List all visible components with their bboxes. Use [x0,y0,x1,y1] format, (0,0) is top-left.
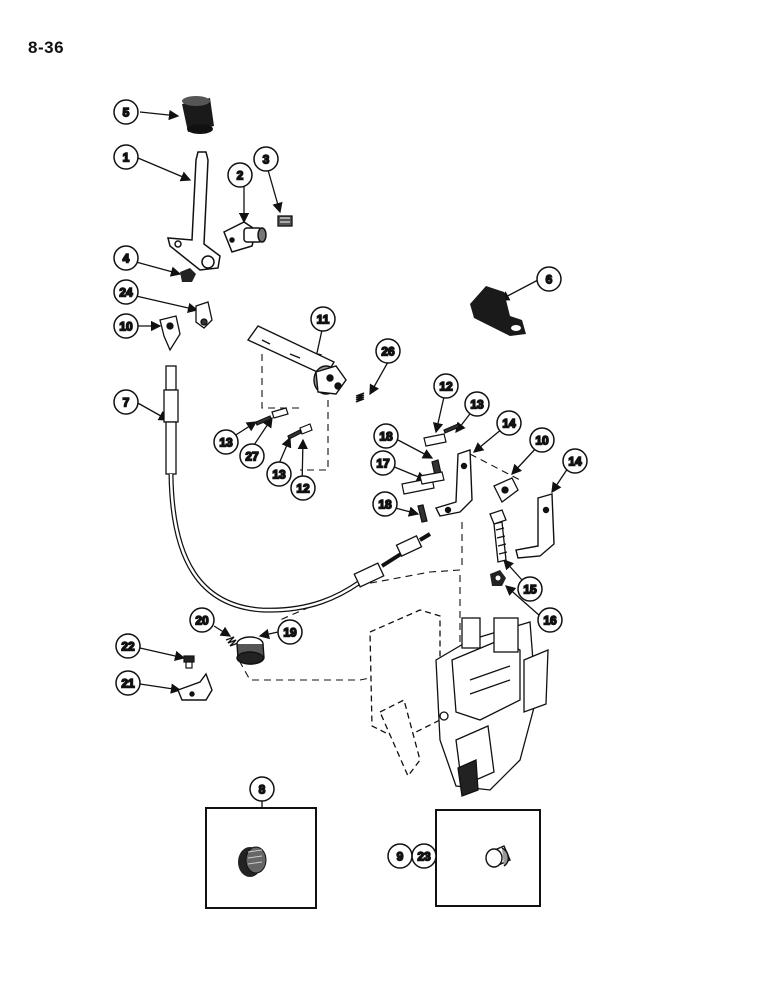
part-4-nut [180,268,196,282]
svg-text:10: 10 [535,434,549,448]
svg-text:6: 6 [546,273,553,287]
small-pins-left [255,407,313,440]
callout-22: 22 [115,633,141,659]
part-16-nut [490,570,506,586]
callout-3: 3 [253,146,279,172]
callout-27: 27 [239,443,265,469]
svg-text:26: 26 [381,345,395,359]
callout-6: 6 [536,266,562,292]
svg-text:2: 2 [237,169,244,183]
callout-8: 8 [249,776,275,802]
callout-7: 7 [113,389,139,415]
svg-text:18: 18 [379,430,393,444]
callout-11: 11 [310,306,336,332]
part-1-lever [167,151,221,271]
callout-24: 24 [113,279,139,305]
part-21-bracket [177,672,213,701]
svg-text:20: 20 [195,614,209,628]
callout-23: 23 [411,843,437,869]
inset-9-23-part [485,845,511,868]
svg-text:1: 1 [123,151,130,165]
svg-text:5: 5 [123,106,130,120]
svg-text:22: 22 [121,640,135,654]
pins-middle [401,423,460,523]
callout-21: 21 [115,670,141,696]
part-26-spring [355,392,365,403]
svg-text:17: 17 [376,457,390,471]
part-5-knob [182,96,214,134]
svg-text:16: 16 [543,614,557,628]
leader-lines [135,109,569,694]
callout-5: 5 [113,99,139,125]
part-7-cable [163,365,432,613]
part-19-knob [236,636,265,665]
svg-text:23: 23 [417,850,431,864]
svg-text:12: 12 [296,482,310,496]
svg-text:12: 12 [439,380,453,394]
svg-text:11: 11 [317,313,330,327]
callout-4: 4 [113,245,139,271]
page-number: 8-36 [28,38,65,57]
svg-text:9: 9 [397,850,404,864]
inset-8-part [238,846,267,877]
callout-13-b: 13 [266,461,292,487]
callout-9: 9 [387,843,413,869]
callout-12-b: 12 [433,373,459,399]
callout-14-b: 14 [562,448,588,474]
part-24-elbow [195,301,213,329]
svg-text:15: 15 [523,583,537,597]
callout-18-a: 18 [373,423,399,449]
part-3-bolt [277,215,293,227]
svg-text:4: 4 [123,252,130,266]
svg-text:14: 14 [502,417,516,431]
part-20-spring [225,636,239,647]
callout-10-left: 10 [113,313,139,339]
svg-text:13: 13 [219,436,233,450]
callout-18-b: 18 [372,491,398,517]
callout-16: 16 [537,607,563,633]
svg-text:13: 13 [470,398,484,412]
callout-20: 20 [189,607,215,633]
callout-10-right: 10 [529,427,555,453]
svg-text:10: 10 [119,320,133,334]
part-10-clevis-left [159,315,181,352]
svg-text:21: 21 [121,677,135,691]
callout-17: 17 [370,450,396,476]
svg-text:3: 3 [263,153,270,167]
part-2-flange [223,221,267,253]
callout-19: 19 [277,619,303,645]
svg-text:19: 19 [283,626,297,640]
callout-14-a: 14 [496,410,522,436]
part-14-bracket-middle [435,449,473,517]
callout-26: 26 [375,338,401,364]
callout-15: 15 [517,576,543,602]
svg-text:27: 27 [245,450,259,464]
svg-text:7: 7 [123,396,130,410]
svg-text:18: 18 [378,498,392,512]
svg-text:24: 24 [119,286,133,300]
part-6-clamp [470,286,526,336]
callout-13-c: 13 [464,391,490,417]
callout-1: 1 [113,144,139,170]
svg-text:14: 14 [568,455,582,469]
callout-2: 2 [227,162,253,188]
part-10-clevis-right [493,477,519,503]
svg-text:13: 13 [272,468,286,482]
callout-12-a: 12 [290,475,316,501]
part-14-bracket-right [515,493,555,559]
part-22-screw [183,655,195,669]
part-11-shaft [246,325,347,395]
svg-text:8: 8 [259,783,266,797]
callout-13-a: 13 [213,429,239,455]
control-valve [369,609,549,797]
part-15-bolt [489,509,508,563]
